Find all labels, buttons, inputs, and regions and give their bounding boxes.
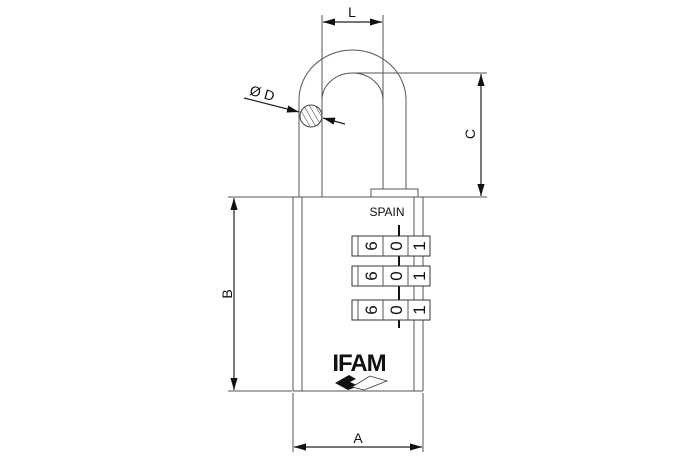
dial-digit: 6 bbox=[362, 305, 381, 314]
dial-digit: 6 bbox=[362, 271, 381, 280]
dial-digit: 1 bbox=[410, 305, 429, 314]
dial-row-1: 6 0 1 bbox=[351, 234, 431, 257]
lock-body bbox=[228, 196, 440, 392]
brand-logo: IFAM bbox=[332, 350, 389, 391]
dial-digit: 6 bbox=[362, 241, 381, 250]
shackle bbox=[298, 49, 407, 197]
dial-row-3: 6 0 1 bbox=[351, 299, 431, 321]
dimension-label-L: L bbox=[348, 4, 356, 20]
dimension-C: C bbox=[352, 72, 487, 198]
dimension-label-D: Ø D bbox=[248, 82, 276, 104]
dial-digit: 0 bbox=[387, 271, 406, 280]
dimension-label-B: B bbox=[219, 289, 235, 298]
dial-digit: 0 bbox=[387, 241, 406, 250]
dial-digit: 1 bbox=[410, 271, 429, 280]
dial-digit: 1 bbox=[410, 241, 429, 250]
dial-row-2: 6 0 1 bbox=[351, 265, 431, 287]
brand-name: IFAM bbox=[332, 350, 385, 377]
dimension-L: L bbox=[321, 4, 384, 100]
shackle-collar bbox=[370, 188, 419, 198]
dimension-A: A bbox=[292, 393, 424, 452]
brand-arrow-icon bbox=[335, 375, 389, 391]
dimension-label-C: C bbox=[462, 129, 478, 139]
dimension-D: Ø D bbox=[243, 82, 346, 125]
dimension-B: B bbox=[219, 198, 238, 390]
dial-digit: 0 bbox=[387, 305, 406, 314]
dimension-label-A: A bbox=[353, 430, 363, 446]
origin-label: SPAIN bbox=[369, 205, 404, 219]
shackle-cross-section bbox=[299, 104, 323, 128]
